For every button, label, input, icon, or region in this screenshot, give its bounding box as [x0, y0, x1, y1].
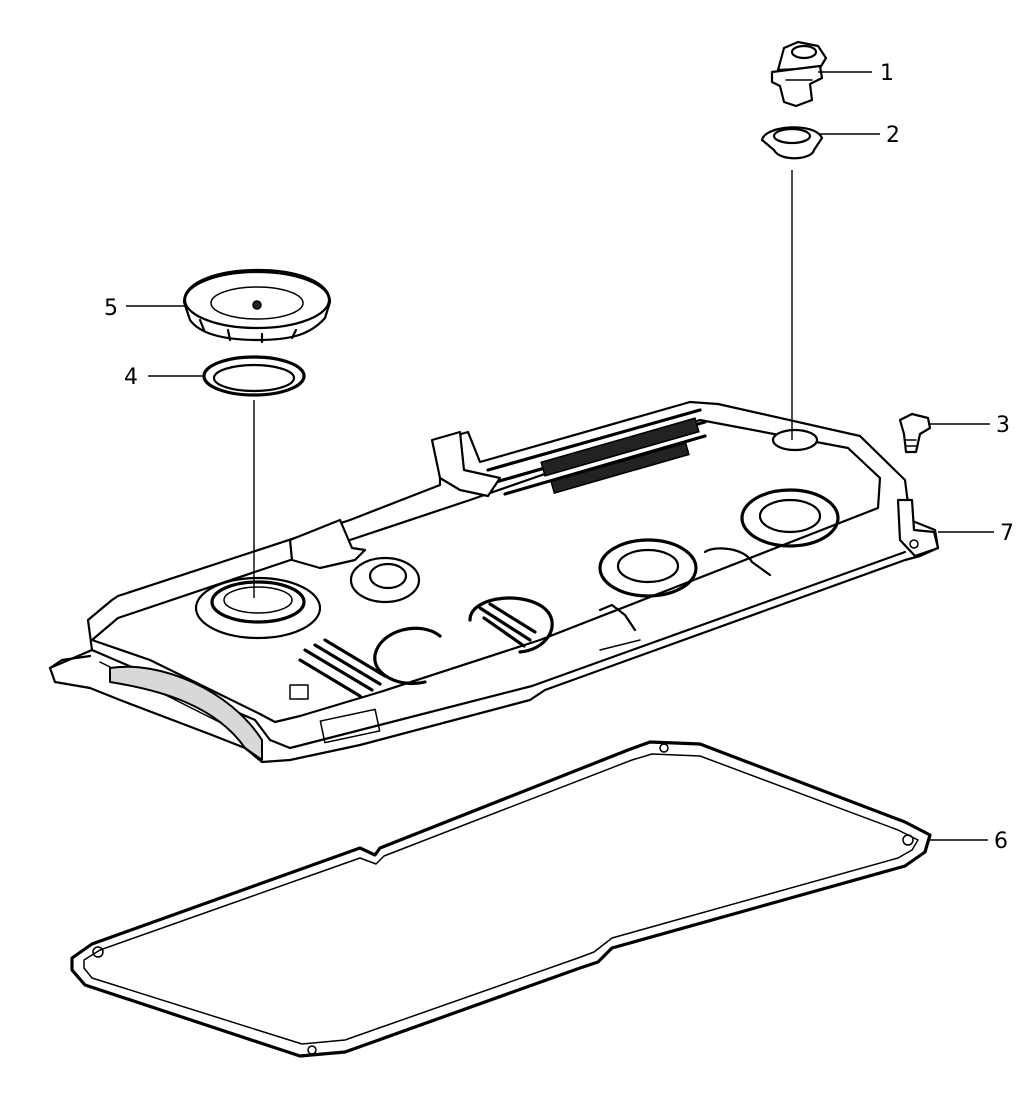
- part-grommet: [760, 126, 824, 160]
- callout-7: 7: [1000, 521, 1014, 546]
- callout-6: 6: [994, 829, 1008, 854]
- callout-2: 2: [886, 123, 900, 148]
- cover-hatch-mid: [478, 602, 537, 648]
- part-oil-filler-cap: [182, 268, 332, 344]
- part-bolt-cap: [770, 40, 828, 108]
- callout-3: 3: [996, 413, 1010, 438]
- part-cylinder-head-cover: [48, 400, 940, 764]
- cover-hatch-left: [298, 638, 387, 698]
- callout-1: 1: [880, 61, 894, 86]
- part-gasket: [70, 740, 932, 1058]
- callout-4: 4: [124, 365, 138, 390]
- part-bolt: [898, 412, 932, 454]
- part-o-ring: [202, 355, 306, 397]
- callout-5: 5: [104, 296, 118, 321]
